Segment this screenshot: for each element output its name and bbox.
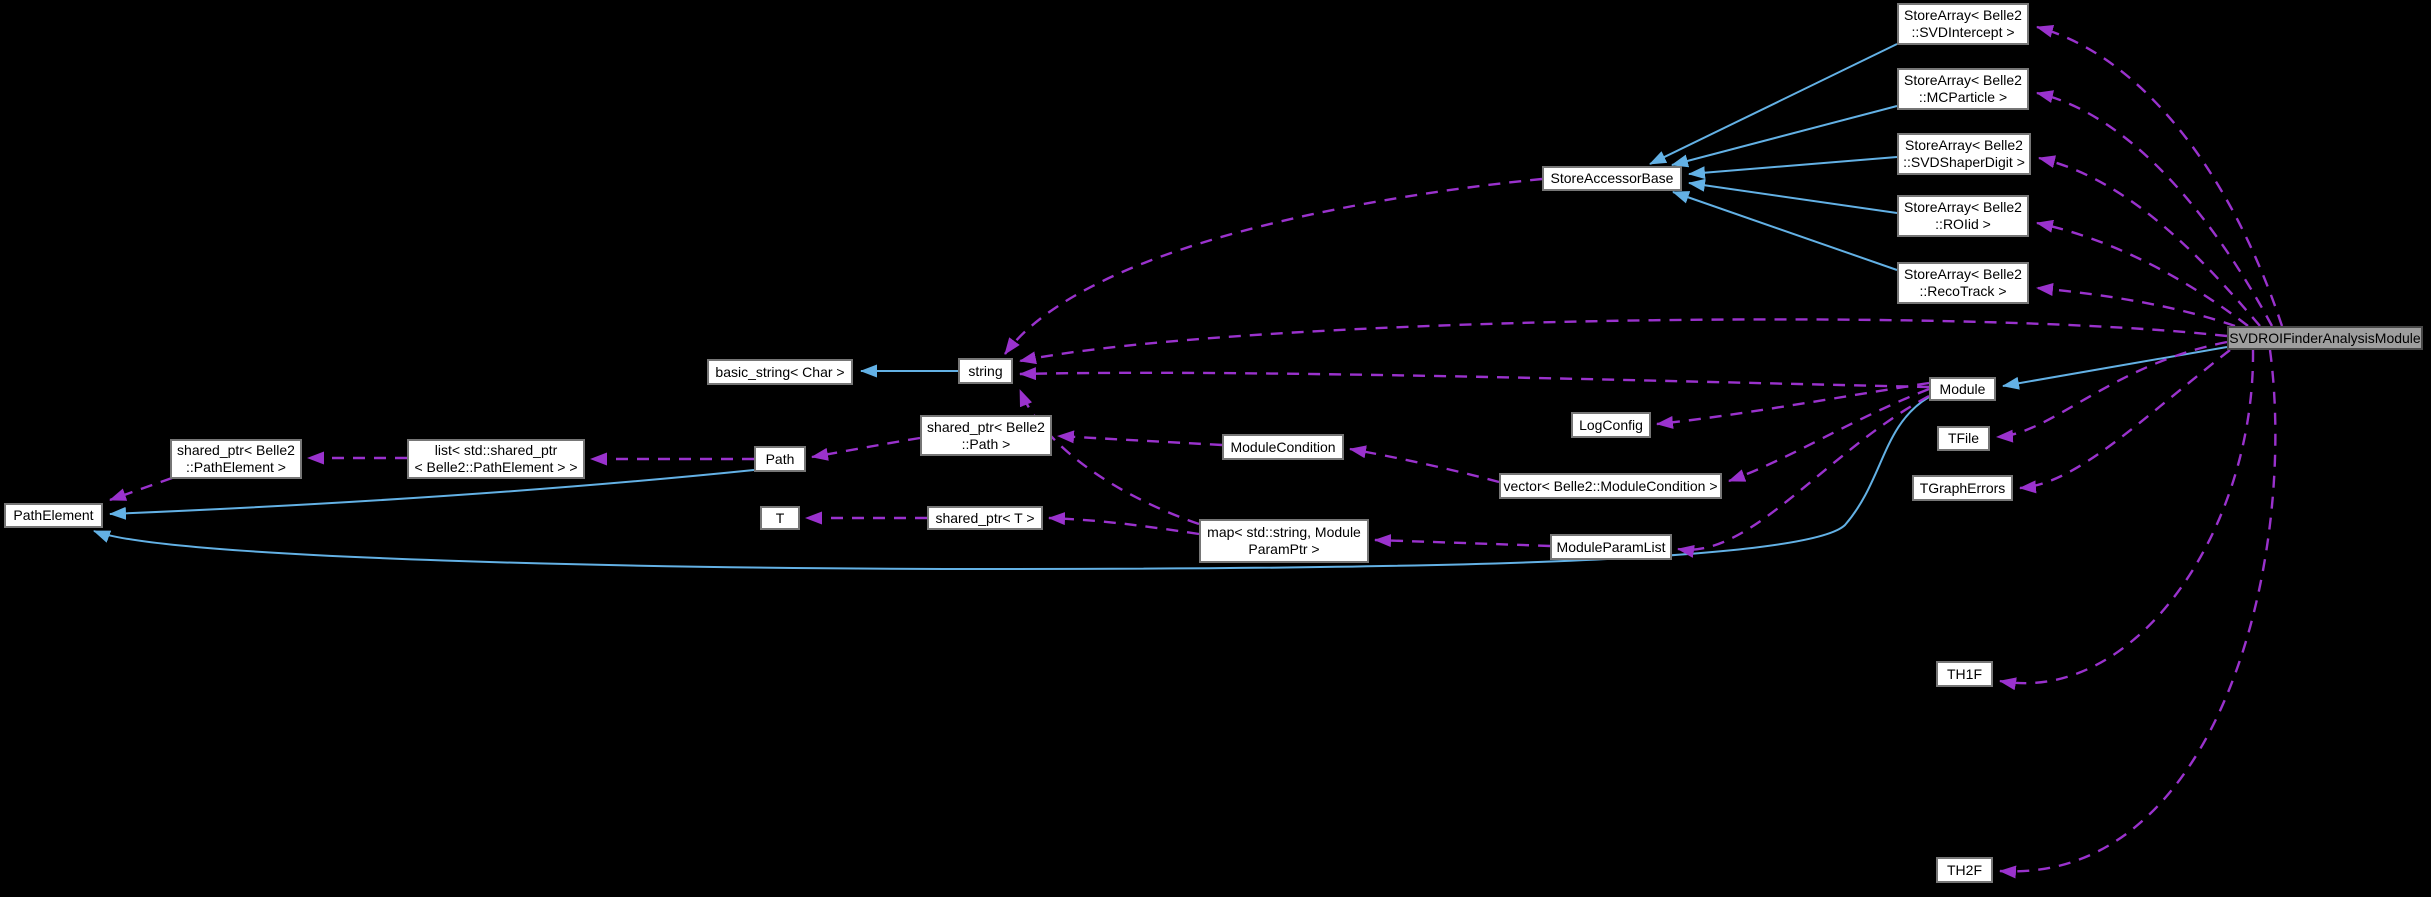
edge-sa-svdintercept-to-storeaccessorbase: [1649, 43, 1898, 165]
node-path[interactable]: Path: [754, 446, 806, 472]
node-map-string-moduleparamptr[interactable]: map< std::string, Module ParamPtr >: [1199, 519, 1369, 563]
node-storeaccessorbase[interactable]: StoreAccessorBase: [1542, 166, 1682, 191]
edge-sa-recotrack-to-storeaccessorbase: [1672, 191, 1898, 271]
node-tgrapherrors[interactable]: TGraphErrors: [1912, 475, 2013, 501]
node-th2f[interactable]: TH2F: [1936, 857, 1993, 883]
node-t[interactable]: T: [760, 506, 800, 530]
node-sa-svdintercept[interactable]: StoreArray< Belle2 ::SVDIntercept >: [1897, 3, 2029, 45]
edge-path-to-pathelement: [109, 469, 755, 520]
edge-module-to-logconfig: [1656, 381, 1930, 429]
edge-svdroifinderanalysismodule-to-th2f: [1999, 349, 2277, 879]
edge-moduleparamlist-to-map-string-moduleparamptr: [1374, 534, 1551, 548]
edge-svdroifinderanalysismodule-to-tgrapherrors: [2019, 349, 2231, 494]
edge-svdroifinderanalysismodule-to-module: [2002, 346, 2228, 390]
node-logconfig[interactable]: LogConfig: [1571, 412, 1651, 438]
edge-svdroifinderanalysismodule-to-sa-recotrack: [2036, 283, 2236, 328]
node-sa-svdshaperdigit[interactable]: StoreArray< Belle2 ::SVDShaperDigit >: [1897, 133, 2031, 175]
node-svdroifinderanalysismodule[interactable]: SVDROIFinderAnalysisModule: [2227, 326, 2423, 350]
edge-svdroifinderanalysismodule-to-th1f: [1999, 349, 2255, 691]
edge-module-to-pathelement: [93, 396, 1930, 571]
edge-svdroifinderanalysismodule-to-sa-svdintercept: [2036, 24, 2284, 327]
edge-svdroifinderanalysismodule-to-sa-svdshaperdigit: [2038, 155, 2261, 327]
edge-map-string-moduleparamptr-to-shared-ptr-t: [1048, 512, 1200, 536]
edge-module-to-vector-modulecondition: [1728, 387, 1930, 483]
edge-shared-ptr-belle2-pathelement-to-pathelement: [109, 476, 173, 502]
node-shared-ptr-belle2-path[interactable]: shared_ptr< Belle2 ::Path >: [920, 415, 1052, 456]
edge-module-to-string: [1019, 367, 1930, 389]
node-string[interactable]: string: [958, 358, 1013, 384]
edge-sa-roiid-to-storeaccessorbase: [1688, 178, 1898, 214]
edge-svdroifinderanalysismodule-to-tfile: [1996, 340, 2228, 443]
edge-map-string-moduleparamptr-to-string: [1018, 389, 1200, 526]
node-module[interactable]: Module: [1929, 377, 1996, 401]
node-basic-string-char[interactable]: basic_string< Char >: [707, 359, 853, 385]
node-list-shared-ptr-pathelement[interactable]: list< std::shared_ptr < Belle2::PathElem…: [407, 439, 585, 479]
edge-svdroifinderanalysismodule-to-string: [1019, 318, 2228, 365]
node-sa-recotrack[interactable]: StoreArray< Belle2 ::RecoTrack >: [1897, 262, 2029, 304]
node-modulecondition[interactable]: ModuleCondition: [1222, 434, 1344, 460]
edge-storeaccessorbase-to-string: [1004, 177, 1543, 355]
node-pathelement[interactable]: PathElement: [4, 503, 103, 528]
node-sa-mcparticle[interactable]: StoreArray< Belle2 ::MCParticle >: [1897, 68, 2029, 110]
edge-vector-modulecondition-to-modulecondition: [1349, 445, 1500, 484]
node-th1f[interactable]: TH1F: [1936, 661, 1993, 687]
node-shared-ptr-belle2-pathelement[interactable]: shared_ptr< Belle2 ::PathElement >: [170, 439, 302, 479]
edge-module-to-moduleparamlist: [1677, 394, 1930, 558]
edge-sa-svdshaperdigit-to-storeaccessorbase: [1688, 156, 1898, 180]
node-vector-modulecondition[interactable]: vector< Belle2::ModuleCondition >: [1499, 473, 1722, 499]
node-tfile[interactable]: TFile: [1937, 426, 1990, 451]
edge-modulecondition-to-shared-ptr-belle2-path: [1057, 430, 1223, 447]
edge-shared-ptr-belle2-path-to-path: [811, 436, 921, 461]
edge-sa-mcparticle-to-storeaccessorbase: [1671, 105, 1898, 168]
node-sa-roiid[interactable]: StoreArray< Belle2 ::ROIid >: [1897, 195, 2029, 237]
edge-svdroifinderanalysismodule-to-sa-roiid: [2036, 219, 2249, 327]
edge-svdroifinderanalysismodule-to-sa-mcparticle: [2036, 90, 2274, 327]
node-moduleparamlist[interactable]: ModuleParamList: [1550, 534, 1672, 560]
node-shared-ptr-t[interactable]: shared_ptr< T >: [927, 506, 1043, 530]
